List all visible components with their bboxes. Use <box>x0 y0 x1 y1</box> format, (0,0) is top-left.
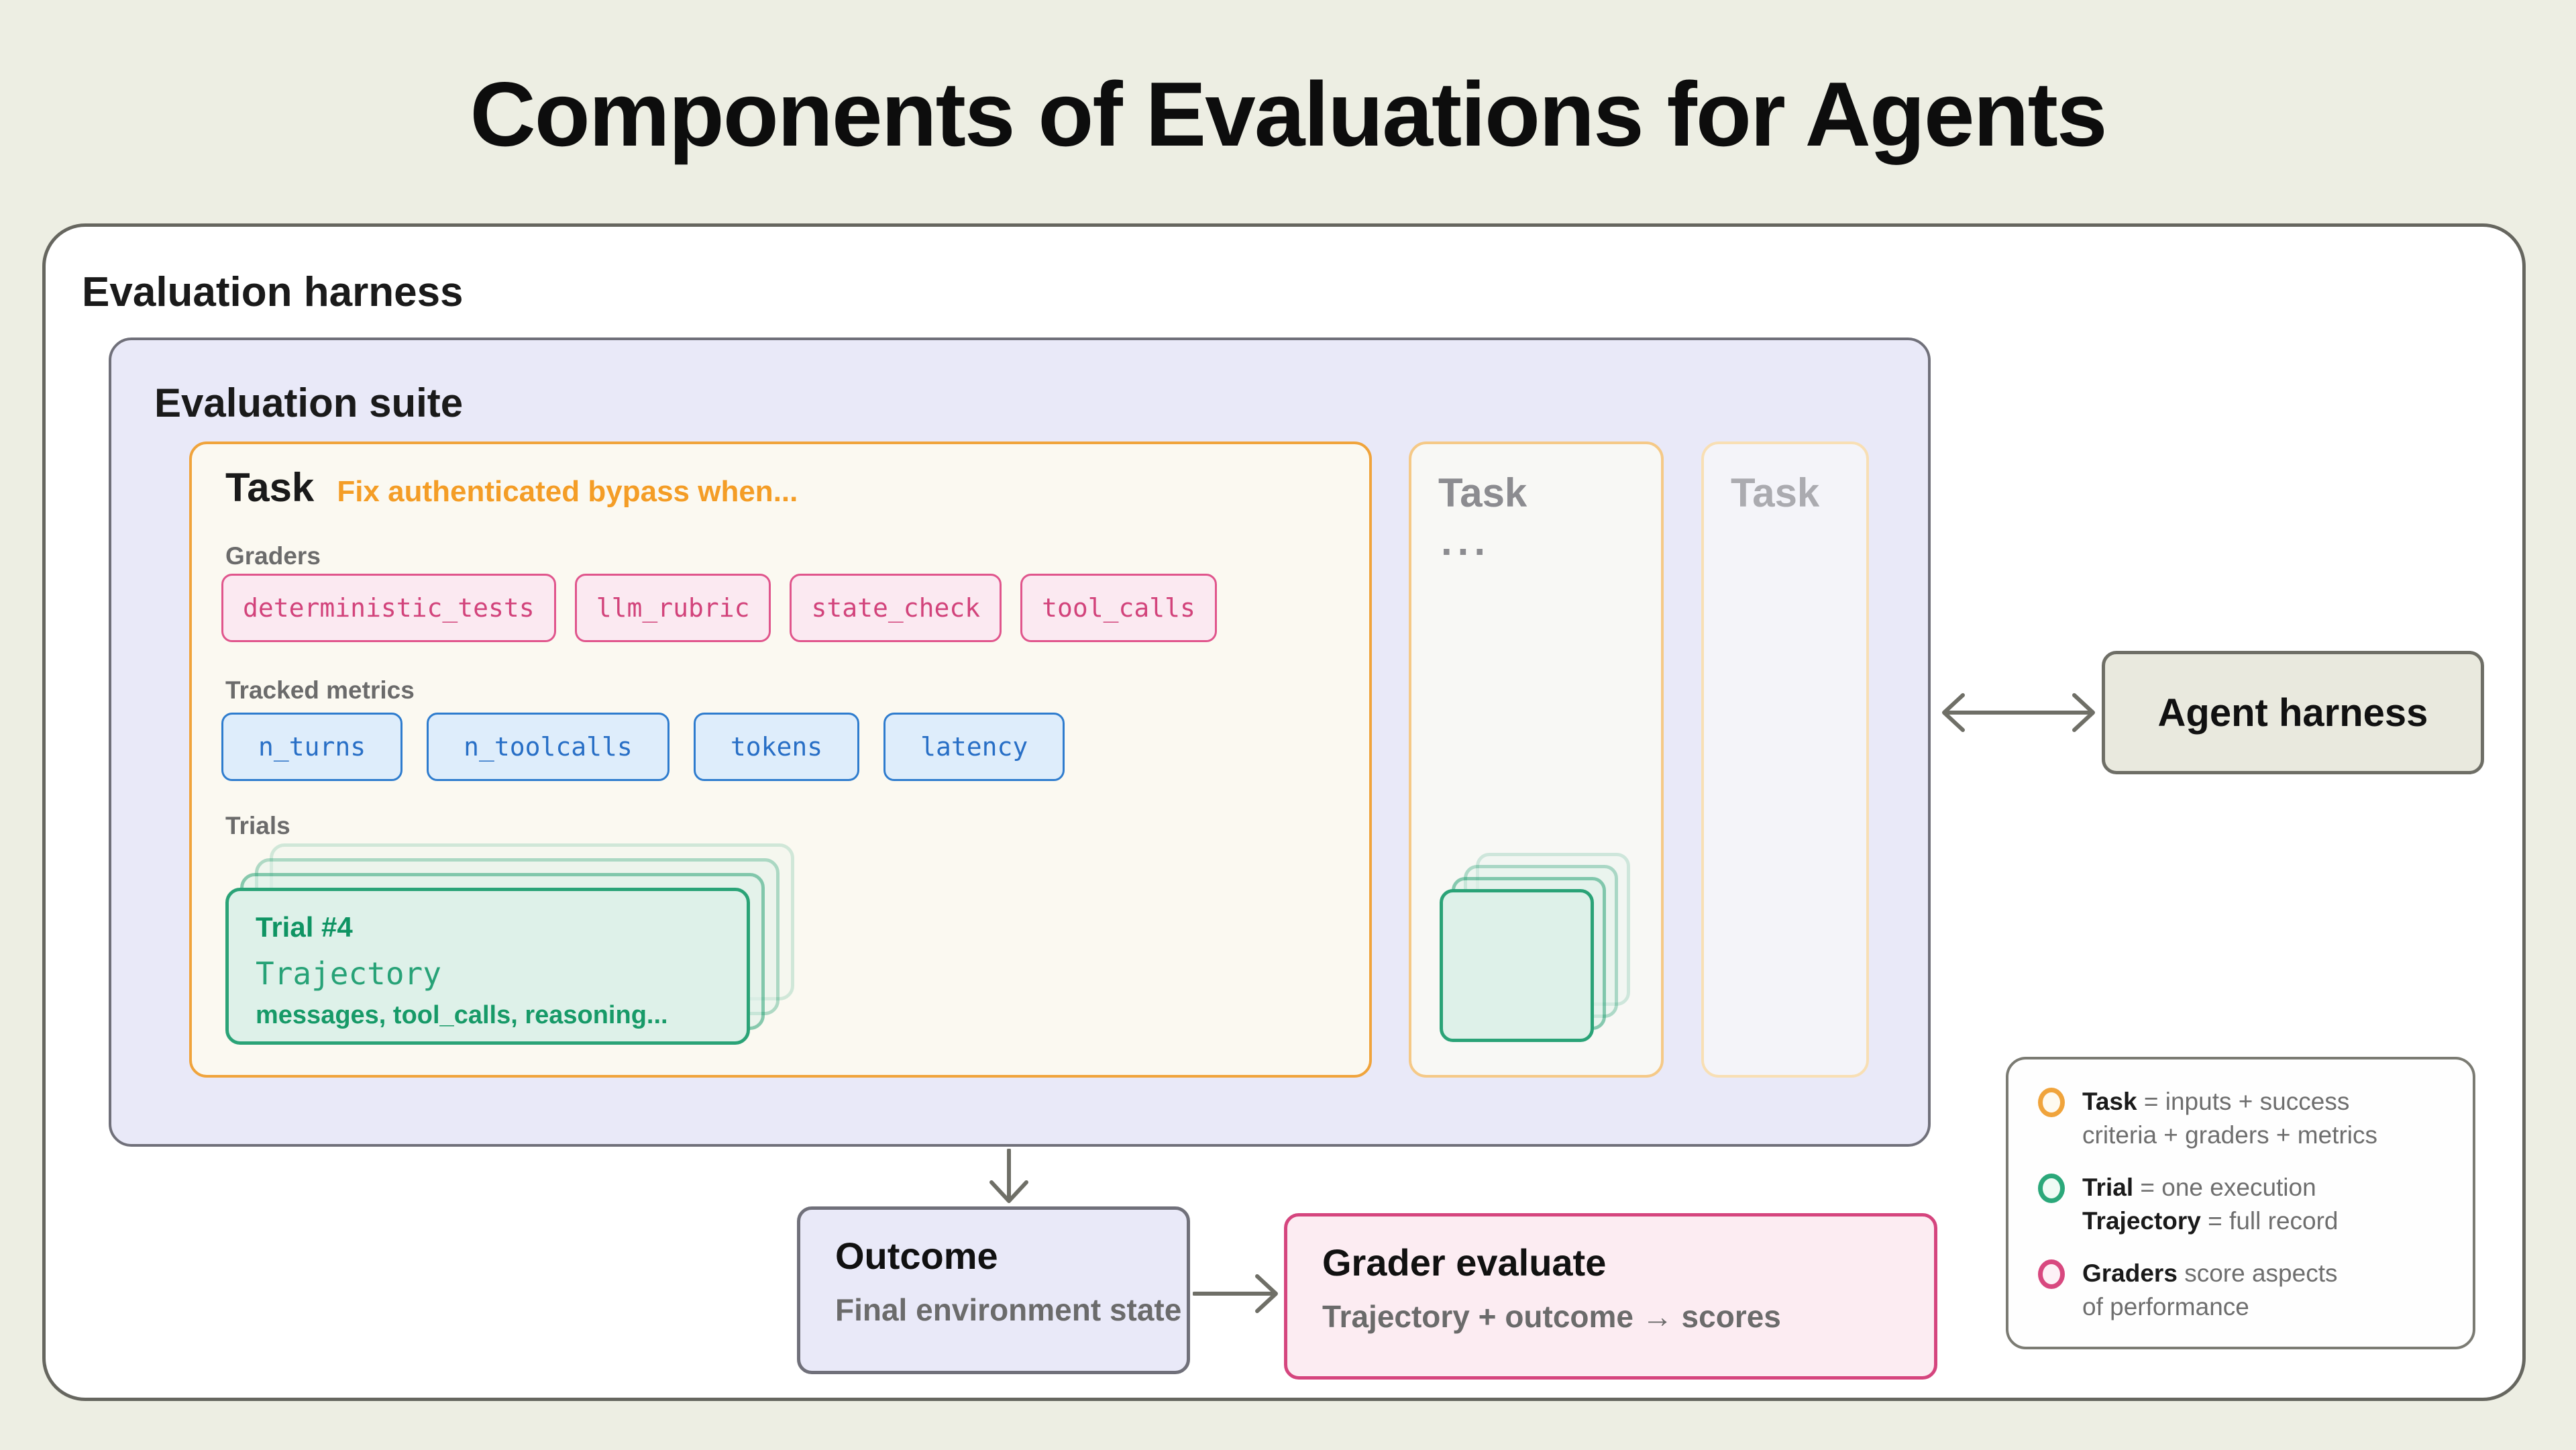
legend-line: criteria + graders + metrics <box>2082 1121 2378 1149</box>
metrics-row: n_turns n_toolcalls tokens latency <box>221 713 1065 781</box>
task-faded-title: Task <box>1731 470 1820 515</box>
outcome-grader-arrow <box>1193 1274 1278 1313</box>
grader-chip: tool_calls <box>1020 574 1217 642</box>
task-header: Task Fix authenticated bypass when... <box>225 464 798 511</box>
agent-harness-box: Agent harness <box>2102 651 2484 774</box>
grader-chip: llm_rubric <box>574 574 771 642</box>
metric-chip: latency <box>883 713 1065 781</box>
suite-agent-arrow <box>1942 693 2095 732</box>
evaluation-suite-label: Evaluation suite <box>154 380 464 425</box>
trial-title: Trial #4 <box>256 911 353 943</box>
legend-line: Graders score aspects <box>2082 1259 2338 1287</box>
agent-harness-label: Agent harness <box>2157 690 2428 735</box>
tracked-metrics-label: Tracked metrics <box>225 676 415 704</box>
graders-ring-icon <box>2038 1259 2065 1289</box>
trial-detail: messages, tool_calls, reasoning... <box>256 1001 668 1029</box>
grader-evaluate-title: Grader evaluate <box>1322 1241 1607 1284</box>
legend-line: Trial = one execution <box>2082 1174 2316 1201</box>
outcome-subtitle: Final environment state <box>835 1292 1182 1327</box>
page-title: Components of Evaluations for Agents <box>470 63 2107 165</box>
evaluation-harness-label: Evaluation harness <box>82 269 464 315</box>
task-description: Fix authenticated bypass when... <box>337 475 798 508</box>
task-collapsed-ellipsis: ... <box>1441 519 1491 564</box>
task-title: Task <box>225 465 315 510</box>
grader-evaluate-box: Grader evaluate Trajectory + outcome → s… <box>1284 1213 1937 1380</box>
metric-chip: n_toolcalls <box>427 713 669 781</box>
legend-box: Task = inputs + success criteria + grade… <box>2006 1057 2475 1349</box>
trials-label: Trials <box>225 812 290 839</box>
legend-line: of performance <box>2082 1293 2249 1320</box>
outcome-box: Outcome Final environment state <box>797 1206 1190 1374</box>
outcome-title: Outcome <box>835 1235 998 1277</box>
legend-item-graders: Graders score aspects of performance <box>2038 1257 2473 1324</box>
trial-card: Trial #4 Trajectory messages, tool_calls… <box>225 888 750 1045</box>
grader-chip: state_check <box>790 574 1002 642</box>
task-ring-icon <box>2038 1088 2065 1117</box>
metric-chip: n_turns <box>221 713 403 781</box>
graders-label: Graders <box>225 542 321 570</box>
grader-chip: deterministic_tests <box>221 574 556 642</box>
grader-evaluate-subtitle: Trajectory + outcome → scores <box>1322 1299 1781 1334</box>
legend-item-trial: Trial = one execution Trajectory = full … <box>2038 1171 2473 1238</box>
task-collapsed-title: Task <box>1438 470 1527 515</box>
legend-line: Task = inputs + success <box>2082 1088 2350 1115</box>
suite-outcome-arrow <box>989 1149 1028 1203</box>
legend-item-task: Task = inputs + success criteria + grade… <box>2038 1085 2473 1152</box>
trial-ring-icon <box>2038 1174 2065 1203</box>
graders-row: deterministic_tests llm_rubric state_che… <box>221 574 1217 642</box>
mini-trial-card <box>1440 889 1594 1042</box>
metric-chip: tokens <box>693 713 860 781</box>
legend-line: Trajectory = full record <box>2082 1207 2339 1235</box>
task-card-faded <box>1701 442 1869 1078</box>
trial-trajectory-label: Trajectory <box>256 955 441 992</box>
